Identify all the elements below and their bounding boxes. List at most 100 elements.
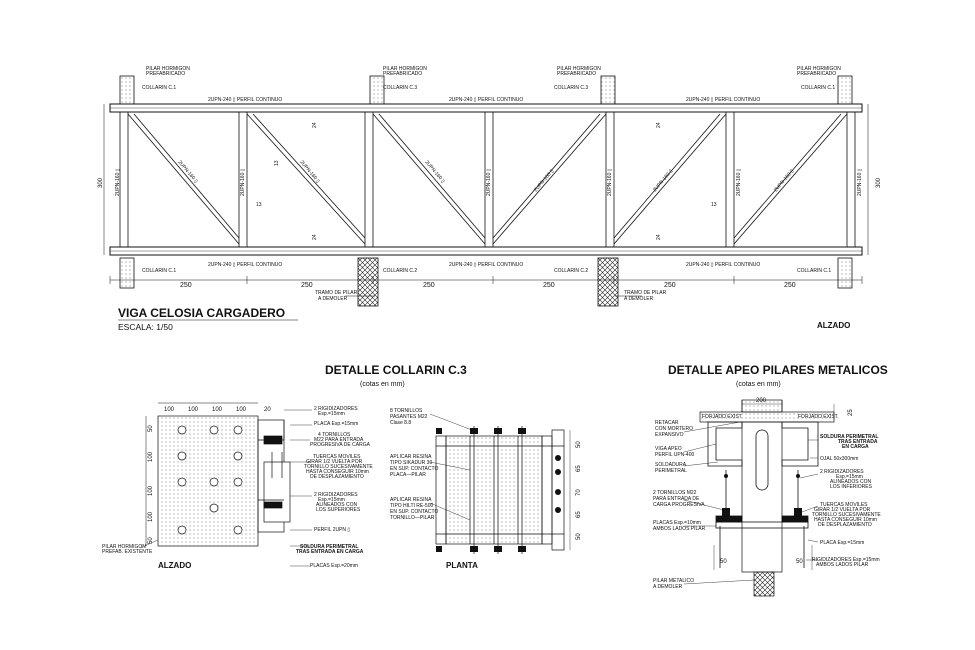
note: OJAL 50x300mm — [820, 456, 858, 462]
collar-subtitle: (cotas en mm) — [360, 381, 405, 388]
truss-dimensions — [103, 104, 869, 284]
plan-bolt-heads — [436, 428, 561, 552]
note: PLACAS Esp.=10mm — [653, 520, 701, 526]
dim: 50 — [720, 559, 727, 565]
note: TRAS ENTRADA EN CARGA — [296, 549, 364, 555]
note: RIGIDIZADORES Esp.=15mm — [812, 557, 880, 563]
collar-leaders — [139, 409, 312, 567]
chord-label: 2UPN-240 ▯ PERFIL CONTINUO — [208, 262, 282, 268]
collar-label: COLLARIN C.3 — [383, 85, 417, 91]
member-label: 2UPN-160 ▯ — [652, 168, 674, 193]
note: 2 RIGIDIZADORES — [314, 492, 358, 498]
truss-diagonals — [127, 113, 848, 245]
view-label: ALZADO — [158, 561, 191, 570]
dim: 100 — [148, 485, 154, 496]
member-label: 2UPN-160 ▯ — [240, 168, 246, 196]
collar-labels: COLLARIN C.1 COLLARIN C.3 COLLARIN C.3 C… — [142, 85, 835, 274]
note: CON MORTERO — [655, 426, 693, 432]
note: PILAR METALICO — [653, 578, 694, 584]
height-dimension: 300 — [876, 177, 882, 188]
note: PERIMETRAL — [655, 468, 687, 474]
collar-title: DETALLE COLLARIN C.3 — [325, 363, 467, 377]
note: TIPO HILTI RE-500 — [390, 503, 433, 509]
note: TORNILLO SUCESIVAMENTE — [304, 464, 373, 470]
note: AMBOS LADOS PILAR — [653, 526, 706, 532]
note: PROGRESIVA DE CARGA — [310, 442, 371, 448]
note: EXPANSIVO — [655, 432, 684, 438]
note: EN SUP. CONTACTO — [390, 509, 438, 515]
note: SOLDURA PERIMETRAL — [820, 434, 878, 440]
note: ALINEADOS CON — [316, 502, 358, 508]
truss-verticals — [119, 111, 856, 248]
note: PILAR HORMIGON — [102, 544, 146, 550]
collar-dims: 100 100 100 100 20 50 100 100 100 50 — [148, 407, 271, 544]
apeo-bolt-heads — [722, 474, 802, 516]
member-label: 2UPN-160 ▯ — [736, 168, 742, 196]
collar-elevation — [145, 402, 291, 547]
note: VIGA APEO — [655, 446, 682, 452]
pillars-bottom — [119, 257, 853, 307]
span-dim: 250 — [301, 282, 313, 289]
dim: 25 — [848, 409, 854, 416]
pillar-label: PILAR HORMIGON — [383, 66, 427, 72]
note: PLACAS Esp.=20mm — [310, 563, 358, 569]
note: PLACA Esp.=15mm — [820, 540, 864, 546]
chord-label: 2UPN-240 ▯ PERFIL CONTINUO — [449, 262, 523, 268]
drawing-scale: ESCALA: 1/50 — [118, 322, 173, 332]
dim: 50 — [148, 537, 154, 544]
note: TUERCAS MOVILES — [820, 502, 868, 508]
member-label: 2UPN-160 ▯ — [115, 168, 121, 196]
collar-label: COLLARIN C.2 — [554, 268, 588, 274]
note: EN CARGA — [842, 444, 869, 450]
member-label: 2UPN-160 ▯ — [298, 159, 320, 184]
dim: 100 — [188, 407, 199, 413]
slab-label: FORJADO EXIST. — [798, 414, 839, 420]
collar-label: COLLARIN C.1 — [142, 85, 176, 91]
collar-plan — [435, 426, 571, 554]
pillar-label: PREFABRICADO — [383, 71, 422, 77]
note: HASTA CONSEGUIR 10mm — [814, 517, 877, 523]
note: 2 RIGIDIZADORES — [314, 406, 358, 412]
collar-label: COLLARIN C.3 — [554, 85, 588, 91]
demolish-note: A DEMOLER — [318, 296, 348, 302]
bottom-chord — [109, 246, 863, 256]
truss-elevation: PILAR HORMIGON PREFABRICADO PILAR HORMIG… — [98, 66, 882, 332]
collar-label: COLLARIN C.1 — [801, 85, 835, 91]
note: SOLDADURA — [655, 462, 687, 468]
pillar-label: PREFABRICADO — [146, 71, 185, 77]
note: DE DESPLAZAMIENTO — [818, 522, 872, 528]
plan-dims: 50 65 70 65 50 — [576, 441, 582, 540]
pillar-label: PILAR HORMIGON — [557, 66, 601, 72]
dim: 50 — [148, 425, 154, 432]
member-label: 2UPN-160 ▯ — [176, 159, 198, 184]
span-dim: 250 — [664, 282, 676, 289]
demolish-note: TRAMO DE PILAR — [315, 290, 358, 296]
note: GIRAR 1/2 VUELTA POR — [814, 507, 871, 513]
note: 4 TORNILLOS — [318, 432, 351, 438]
apeo-detail: DETALLE APEO PILARES METALICOS (cotas en… — [653, 363, 888, 597]
note: TIPO SIKADUR 30 — [390, 460, 432, 466]
apeo-subtitle: (cotas en mm) — [736, 381, 781, 388]
view-label: ALZADO — [817, 321, 850, 330]
slab-label: FORJADO EXIST. — [702, 414, 743, 420]
note: TORNILLO SUCESIVAMENTE — [812, 512, 881, 518]
apeo-beams — [707, 421, 819, 568]
collar-bolts — [177, 425, 243, 535]
note: RETACAR — [655, 420, 679, 426]
collar-label: COLLARIN C.1 — [142, 268, 176, 274]
plan-leaders — [429, 413, 473, 521]
note: A DEMOLER — [653, 584, 683, 590]
dim: 70 — [576, 489, 582, 496]
pillar-label: PREFABRICADO — [557, 71, 596, 77]
span-dim: 250 — [784, 282, 796, 289]
dim-24: 24 — [656, 122, 662, 128]
collar-notes: 2 RIGIDIZADORES Esp.=15mm PLACA Esp.=15m… — [102, 406, 373, 569]
member-label: 2UPN-160 ▯ — [607, 168, 613, 196]
note: PARA ENTRADA DE — [653, 496, 700, 502]
note: SOLDURA PERIMETRAL — [300, 544, 358, 550]
note: PASANTES M22 — [390, 414, 428, 420]
note: LOS INFERIORES — [830, 484, 873, 490]
chord-labels: 2UPN-240 ▯ PERFIL CONTINUO 2UPN-240 ▯ PE… — [208, 97, 760, 268]
note: ALINEADOS CON — [830, 479, 872, 485]
